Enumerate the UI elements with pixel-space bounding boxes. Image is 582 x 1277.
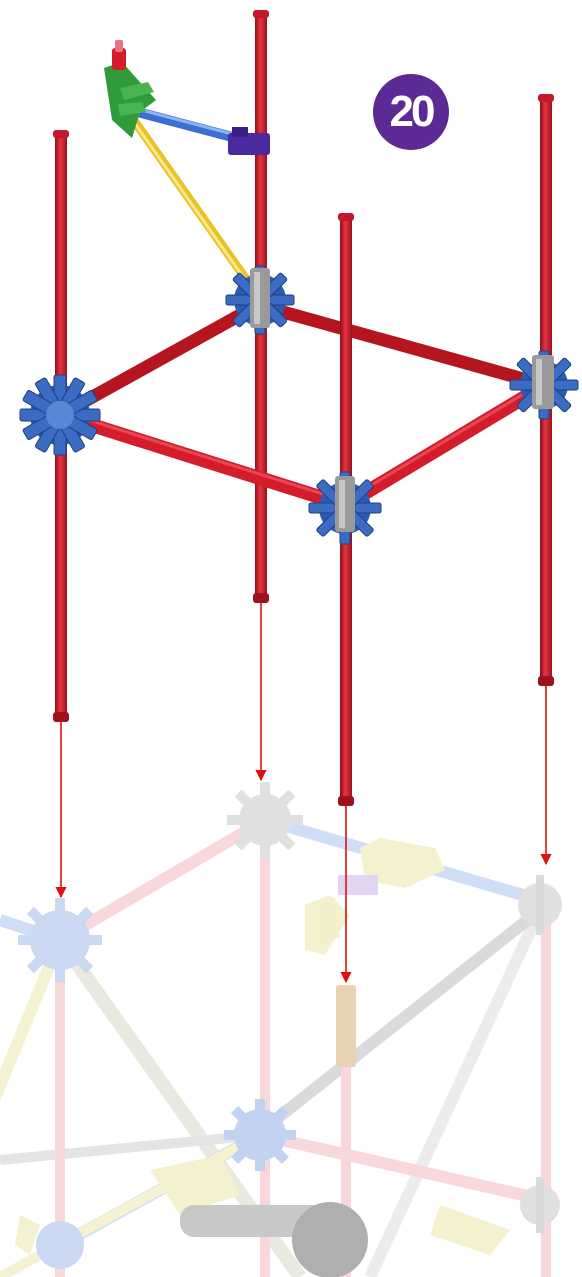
blue-hub-connector [510,351,578,419]
new-subassembly [20,10,578,806]
gray-clip [532,355,554,409]
red-horizontal-rod [258,305,545,385]
faded-blue-hub [18,898,102,982]
faded-wheel [292,1202,368,1277]
faded-purple-clip [338,875,378,895]
faded-gray-hub [520,1177,560,1233]
faded-blue-hub [224,1099,296,1171]
faded-horizontal-rod [260,1135,545,1200]
faded-tan-connector [336,985,356,1067]
blue-hub-connector [20,375,100,455]
red-horizontal-rod [345,385,545,505]
step-number-badge: 20 [373,74,449,150]
red-rod-tip [112,40,126,70]
red-horizontal-rod [60,415,345,505]
faded-gray-hub [227,782,303,858]
assembly-arrows [61,603,546,982]
blue-hub-connector [309,472,381,544]
existing-structure [0,782,562,1277]
faded-yellow-connector [430,1205,510,1255]
faded-diagonal-rod [250,910,540,1140]
green-connector [104,62,156,138]
faded-yellow-connector [15,1215,40,1255]
faded-horizontal-rod [60,820,265,940]
blue-hub-connector [226,266,294,334]
faded-blue-hub [36,1221,84,1269]
